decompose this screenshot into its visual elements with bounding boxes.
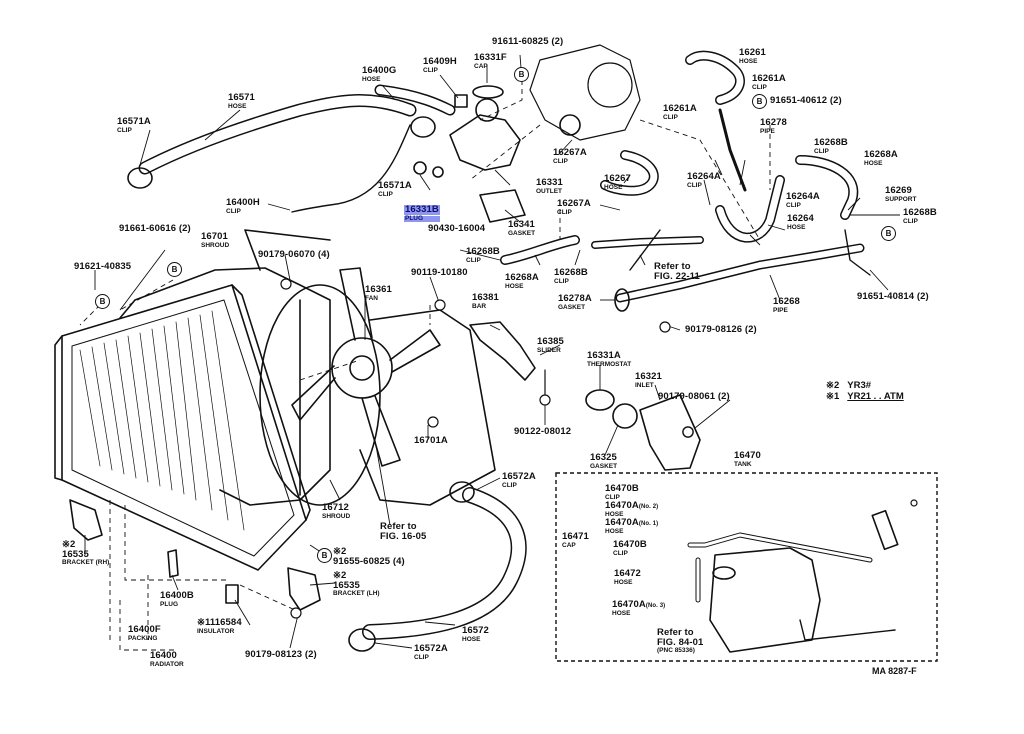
water-outlet bbox=[413, 85, 526, 223]
radiator-core bbox=[54, 284, 311, 571]
label-90430-16004[interactable]: 90430-16004 bbox=[428, 223, 486, 234]
part-number: 91611-60825 (2) bbox=[492, 36, 564, 47]
label-16701a[interactable]: 16701A bbox=[414, 435, 448, 446]
bolt-symbol-91611: B bbox=[514, 67, 529, 82]
label-91651-40612[interactable]: 91651-40612 (2) bbox=[770, 95, 842, 106]
upper-hose-outline bbox=[138, 94, 417, 175]
label-90119-10180[interactable]: 90119-10180 bbox=[411, 267, 468, 278]
label-16470a-no2[interactable]: 16470A(No. 2)HOSE bbox=[605, 500, 659, 518]
bolt-symbol-91655: B bbox=[317, 548, 332, 563]
label-16470a-no3[interactable]: 16470A(No. 3)HOSE bbox=[612, 599, 666, 617]
label-90179-08123[interactable]: 90179-08123 (2) bbox=[245, 649, 317, 660]
label-16470a-no1[interactable]: 16470A(No. 1)HOSE bbox=[605, 517, 659, 535]
drawing-code: MA 8287-F bbox=[872, 666, 917, 676]
bolt-symbol-91651-40612: B bbox=[752, 94, 767, 109]
bolt-symbol-91661: B bbox=[167, 262, 182, 277]
label-90179-08126[interactable]: 90179-08126 (2) bbox=[685, 324, 757, 335]
label-91621-40835[interactable]: 91621-40835 bbox=[74, 261, 132, 272]
label-90179-06070[interactable]: 90179-06070 (4) bbox=[258, 249, 330, 260]
reservoir-group-box bbox=[555, 472, 938, 662]
label-91611-60825[interactable]: 91611-60825 (2) bbox=[492, 37, 563, 47]
bolt-symbol-91651-40814: B bbox=[881, 226, 896, 241]
bolt-symbol-91621: B bbox=[95, 294, 110, 309]
fan-blades bbox=[291, 267, 441, 467]
label-90179-08061[interactable]: 90179-08061 (2) bbox=[658, 391, 730, 402]
label-91661-60616[interactable]: 91661-60616 (2) bbox=[119, 223, 191, 234]
label-91651-40814[interactable]: 91651-40814 (2) bbox=[857, 291, 929, 302]
label-90122-08012[interactable]: 90122-08012 bbox=[514, 426, 572, 437]
